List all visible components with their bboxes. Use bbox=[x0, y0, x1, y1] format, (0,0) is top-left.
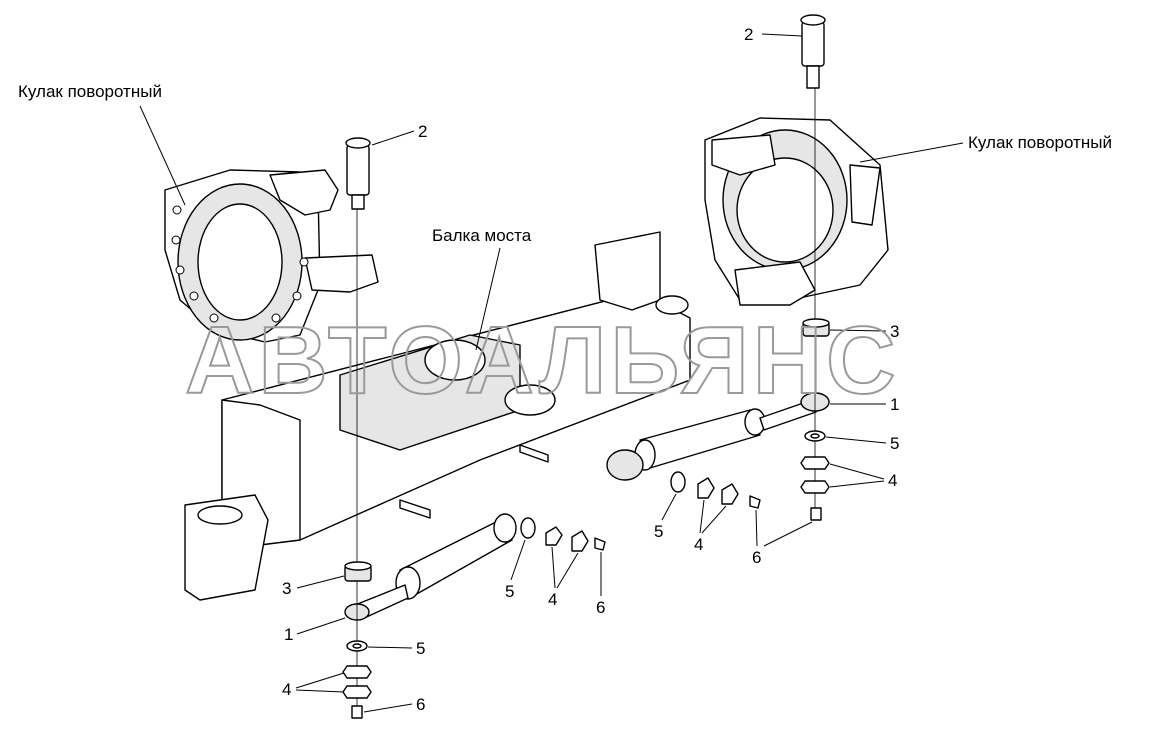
callout-washer-right-cyl: 5 bbox=[654, 493, 677, 541]
callout-nuts-right: 4 bbox=[829, 463, 897, 490]
left-kingpin bbox=[345, 137, 371, 210]
callout-nuts-left-cyl: 4 bbox=[548, 546, 579, 609]
callout-washer-left-cyl: 5 bbox=[505, 539, 526, 601]
svg-text:1: 1 bbox=[284, 625, 293, 644]
svg-text:1: 1 bbox=[890, 395, 899, 414]
axle-beam bbox=[184, 231, 691, 601]
callout-fitting-left-cyl: 6 bbox=[596, 552, 605, 617]
callout-washer-right: 5 bbox=[825, 434, 899, 453]
right-hydraulic-cylinder bbox=[606, 392, 830, 481]
label-knuckle-right: Кулак поворотный bbox=[859, 133, 1112, 163]
callout-bush-left: 3 bbox=[282, 575, 345, 598]
callout-fitting-right: 6 bbox=[763, 521, 813, 547]
svg-text:6: 6 bbox=[596, 598, 605, 617]
callout-pin-right: 2 bbox=[744, 25, 803, 44]
callout-bush-right: 3 bbox=[829, 322, 899, 341]
svg-text:3: 3 bbox=[282, 579, 291, 598]
svg-text:6: 6 bbox=[416, 695, 425, 714]
right-bushing bbox=[802, 318, 830, 337]
svg-text:4: 4 bbox=[694, 535, 703, 554]
svg-text:4: 4 bbox=[282, 680, 291, 699]
watermark: АВТОАЛЬЯНС bbox=[185, 307, 899, 414]
label-knuckle-left: Кулак поворотный bbox=[18, 82, 186, 206]
svg-text:Балка моста: Балка моста bbox=[432, 226, 532, 245]
callout-nuts-left-bottom: 4 bbox=[282, 672, 345, 699]
svg-text:2: 2 bbox=[418, 122, 427, 141]
left-steering-knuckle bbox=[164, 169, 379, 343]
nuts bbox=[342, 456, 830, 699]
svg-text:Кулак поворотный: Кулак поворотный bbox=[18, 82, 162, 101]
svg-text:5: 5 bbox=[654, 522, 663, 541]
grease-fittings bbox=[351, 495, 822, 719]
svg-text:5: 5 bbox=[416, 639, 425, 658]
label-axle-beam: Балка моста bbox=[432, 226, 532, 351]
left-bushing bbox=[344, 561, 372, 582]
callout-nuts-right-cyl: 4 bbox=[694, 499, 727, 554]
svg-text:6: 6 bbox=[752, 548, 761, 567]
svg-text:4: 4 bbox=[548, 590, 557, 609]
left-hydraulic-cylinder bbox=[344, 513, 517, 621]
svg-text:5: 5 bbox=[505, 582, 514, 601]
callout-cyl-end-right: 1 bbox=[830, 395, 899, 414]
callout-pin-left: 2 bbox=[371, 122, 427, 146]
callout-fitting-left-bottom: 6 bbox=[363, 695, 425, 714]
right-kingpin bbox=[800, 14, 826, 89]
svg-text:2: 2 bbox=[744, 25, 753, 44]
washers bbox=[346, 430, 826, 652]
svg-text:4: 4 bbox=[888, 471, 897, 490]
callout-cyl-end-left: 1 bbox=[284, 617, 346, 644]
svg-text:Кулак поворотный: Кулак поворотный bbox=[968, 133, 1112, 152]
right-steering-knuckle bbox=[704, 117, 889, 306]
svg-text:5: 5 bbox=[890, 434, 899, 453]
callout-fitting-right-cyl: 6 bbox=[752, 509, 761, 567]
callout-washer-left-bottom: 5 bbox=[367, 639, 425, 658]
svg-text:3: 3 bbox=[890, 322, 899, 341]
